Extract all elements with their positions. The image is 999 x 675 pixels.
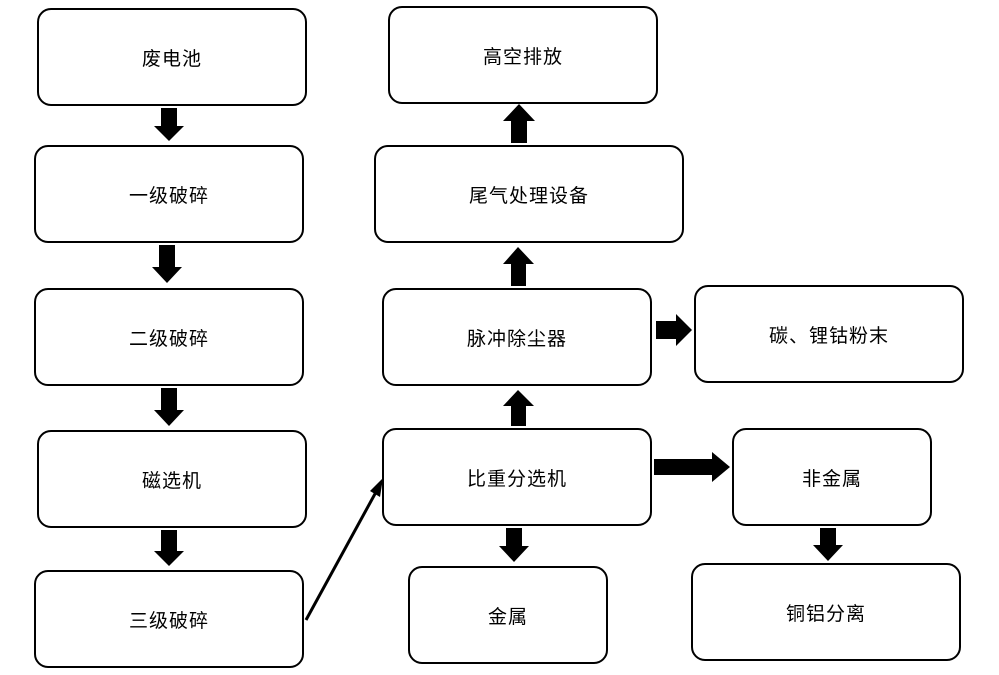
arrow-dust-to-exhaust	[503, 247, 534, 286]
node-label: 铜铝分离	[785, 602, 866, 625]
node-high-altitude-discharge: 高空排放	[388, 6, 658, 104]
arrow-secondary-to-magnetic	[154, 388, 184, 426]
arrow-tertiary-to-gravity	[304, 491, 378, 621]
node-copper-aluminum-separation: 铜铝分离	[691, 563, 961, 661]
node-label: 碳、锂钴粉末	[768, 324, 889, 347]
arrow-battery-to-primary	[154, 108, 184, 141]
node-label: 磁选机	[141, 469, 202, 492]
arrow-primary-to-secondary	[152, 245, 182, 283]
node-non-metal: 非金属	[732, 428, 932, 526]
node-label: 脉冲除尘器	[466, 327, 567, 350]
arrow-magnetic-to-tertiary	[154, 530, 184, 566]
arrow-tertiary-to-gravity-head	[370, 478, 383, 497]
node-magnetic-separator: 磁选机	[37, 430, 307, 528]
arrow-gravity-to-metal	[499, 528, 529, 562]
node-label: 废电池	[141, 47, 202, 70]
node-tertiary-crush: 三级破碎	[34, 570, 304, 668]
node-waste-battery: 废电池	[37, 8, 307, 106]
node-primary-crush: 一级破碎	[34, 145, 304, 243]
node-label: 高空排放	[482, 45, 563, 68]
node-carbon-powder: 碳、锂钴粉末	[694, 285, 964, 383]
node-pulse-dust-collector: 脉冲除尘器	[382, 288, 652, 386]
node-label: 尾气处理设备	[468, 184, 589, 207]
arrow-gravity-to-nonmetal	[654, 452, 730, 482]
node-gravity-separator: 比重分选机	[382, 428, 652, 526]
node-label: 金属	[487, 605, 528, 628]
node-label: 三级破碎	[128, 609, 209, 632]
node-exhaust-treatment: 尾气处理设备	[374, 145, 684, 243]
arrow-gravity-to-dust	[503, 390, 534, 426]
arrow-exhaust-to-discharge	[503, 104, 535, 143]
node-secondary-crush: 二级破碎	[34, 288, 304, 386]
arrow-dust-to-carbon	[656, 314, 692, 346]
node-label: 比重分选机	[466, 467, 567, 490]
node-label: 二级破碎	[128, 327, 209, 350]
node-label: 非金属	[801, 467, 862, 490]
node-metal: 金属	[408, 566, 608, 664]
node-label: 一级破碎	[128, 184, 209, 207]
arrow-nonmetal-to-cual	[813, 528, 843, 561]
